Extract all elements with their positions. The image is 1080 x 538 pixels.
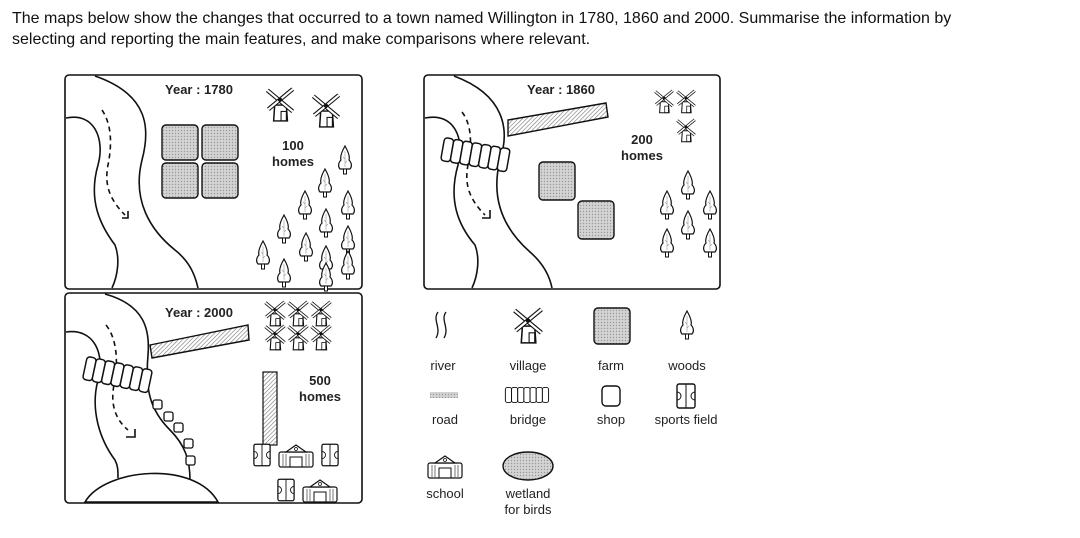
sports-field-icon bbox=[676, 383, 696, 409]
farm-icon bbox=[593, 307, 631, 345]
village-icon bbox=[515, 309, 542, 343]
map-2000: Year : 2000 500 homes bbox=[64, 292, 363, 504]
shop-icon bbox=[173, 422, 184, 433]
woods-icon bbox=[680, 310, 694, 340]
river-icon bbox=[435, 311, 447, 339]
legend-school: school bbox=[426, 486, 464, 501]
shop-icon bbox=[163, 411, 174, 422]
sports-field-icon bbox=[321, 443, 339, 467]
farms bbox=[161, 124, 239, 199]
legend-bridge: bridge bbox=[510, 412, 546, 427]
road bbox=[149, 324, 250, 359]
legend-wetland-line1: wetland bbox=[505, 486, 551, 501]
road-icon bbox=[430, 392, 458, 398]
legend-road: road bbox=[432, 412, 458, 427]
map-1860: Year : 1860 200 homes bbox=[423, 74, 721, 290]
year-label: Year : 1780 bbox=[165, 82, 233, 97]
homes-label: homes bbox=[621, 148, 663, 163]
shop-icon bbox=[183, 438, 194, 449]
legend-farm: farm bbox=[598, 358, 624, 373]
shop-icon bbox=[152, 399, 163, 410]
legend-woods: woods bbox=[667, 358, 706, 373]
legend-wetland-line2: for birds bbox=[505, 502, 552, 517]
legend-sports-field: sports field bbox=[655, 412, 718, 427]
road bbox=[262, 371, 278, 446]
homes-count: 100 bbox=[282, 138, 304, 153]
sports-field-icon bbox=[277, 478, 295, 502]
map-1780: Year : 1780 100 homes bbox=[64, 74, 363, 292]
legend: river village farm woods road bridge sho… bbox=[426, 308, 717, 517]
year-label: Year : 2000 bbox=[165, 305, 233, 320]
school-icon bbox=[427, 455, 463, 479]
wetland-icon bbox=[502, 451, 554, 481]
shops bbox=[152, 399, 196, 466]
homes-count: 200 bbox=[631, 132, 653, 147]
road bbox=[507, 102, 609, 137]
farm-icon bbox=[577, 200, 615, 240]
homes-count: 500 bbox=[309, 373, 331, 388]
farm-icon bbox=[161, 162, 199, 199]
sports-field-icon bbox=[253, 443, 271, 467]
question-line-1: The maps below show the changes that occ… bbox=[12, 10, 952, 27]
wetland bbox=[83, 472, 220, 503]
bridge-icon bbox=[504, 386, 550, 404]
river bbox=[65, 75, 199, 289]
farm-icon bbox=[538, 161, 576, 201]
homes-label: homes bbox=[299, 389, 341, 404]
task-question: The maps below show the changes that occ… bbox=[12, 8, 1072, 50]
shop-icon bbox=[185, 455, 196, 466]
legend-shop: shop bbox=[597, 412, 625, 427]
farm-icon bbox=[201, 162, 239, 199]
year-label: Year : 1860 bbox=[527, 82, 595, 97]
farm-icon bbox=[201, 124, 239, 161]
legend-village: village bbox=[510, 358, 547, 373]
homes-label: homes bbox=[272, 154, 314, 169]
shop-icon bbox=[601, 385, 621, 407]
farm-icon bbox=[161, 124, 199, 161]
villages bbox=[263, 300, 333, 351]
question-line-2: selecting and reporting the main feature… bbox=[12, 31, 591, 48]
legend-river: river bbox=[430, 358, 456, 373]
